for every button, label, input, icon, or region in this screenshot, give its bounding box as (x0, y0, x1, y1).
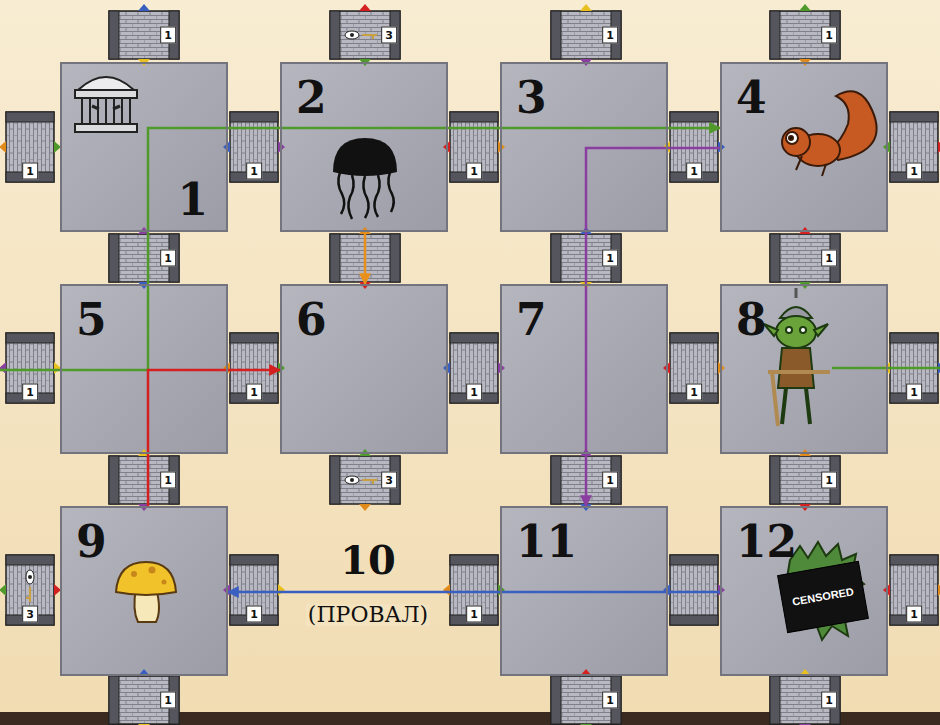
door-symbol (330, 449, 400, 511)
room-number: 5 (76, 298, 107, 342)
door-symbol (0, 555, 61, 625)
door-number: 1 (906, 163, 922, 180)
door-symbol (883, 555, 940, 625)
route-arrow (60, 128, 720, 370)
door-number: 1 (246, 163, 262, 180)
route-arrow (148, 370, 280, 506)
sign-text: CENSORED (791, 586, 854, 608)
jellyfish-silhouette (333, 138, 397, 219)
room-box: 8 (720, 284, 888, 454)
route-arrow (364, 232, 367, 284)
cage-icon (75, 77, 137, 132)
room-box: 4 (720, 62, 888, 232)
goblin-figure (764, 288, 830, 426)
door-symbol (0, 333, 61, 403)
door-number: 1 (906, 606, 922, 623)
room-number: 2 (296, 76, 327, 120)
door-number: 1 (906, 384, 922, 401)
room-box: 11 (500, 506, 668, 676)
path-stub (832, 367, 940, 370)
door-number: 1 (160, 250, 176, 267)
route-arrow (228, 591, 720, 594)
room-box: 2 (280, 62, 448, 232)
squirrel-figure (782, 91, 877, 176)
room-floor (60, 506, 228, 676)
door-number: 3 (22, 606, 38, 623)
door-symbol (443, 555, 505, 625)
door-number: 3 (381, 27, 397, 44)
door-symbol (0, 112, 61, 182)
room-number: 6 (296, 298, 327, 342)
door-symbol (223, 555, 285, 625)
door-symbol (109, 227, 179, 289)
door-number: 1 (22, 384, 38, 401)
door-number: 3 (381, 472, 397, 489)
door-symbol (109, 449, 179, 511)
door-number: 1 (22, 163, 38, 180)
room-number: 11 (516, 520, 577, 564)
door-symbol (770, 449, 840, 511)
door-symbol (443, 333, 505, 403)
door-number: 1 (602, 692, 618, 709)
door-number: 1 (466, 384, 482, 401)
door-number: 1 (160, 692, 176, 709)
room-floor (280, 62, 448, 232)
room-floor (280, 284, 448, 454)
door-number: 1 (602, 250, 618, 267)
door-number: 1 (602, 472, 618, 489)
door-symbol (663, 333, 725, 403)
door-number: 1 (821, 250, 837, 267)
door-symbol (109, 669, 179, 725)
room-number: 9 (76, 520, 107, 564)
door-symbol (223, 112, 285, 182)
room-box: 12 (720, 506, 888, 676)
room-box: 7 (500, 284, 668, 454)
room-number: 4 (736, 76, 767, 120)
pit-label: (ПРОВАЛ) (306, 604, 430, 626)
door-symbol (551, 4, 621, 66)
door-symbol (883, 112, 940, 182)
room-box: 5 (60, 284, 228, 454)
room-floor (500, 284, 668, 454)
door-number: 1 (160, 472, 176, 489)
room-number: 7 (516, 298, 547, 342)
room-floor (720, 62, 888, 232)
room-box: 1 (60, 62, 228, 232)
door-number: 1 (160, 27, 176, 44)
door-number: 1 (821, 27, 837, 44)
door-symbol (770, 4, 840, 66)
door-symbol (770, 227, 840, 289)
door-symbol (551, 669, 621, 725)
door-symbol (443, 112, 505, 182)
door-symbol (223, 333, 285, 403)
door-symbol (109, 4, 179, 66)
path-stub (0, 369, 60, 372)
room-floor (60, 62, 228, 232)
room-box: 9 (60, 506, 228, 676)
room-number: 3 (516, 76, 547, 120)
door-symbol (770, 669, 840, 725)
mushroom-figure (116, 562, 176, 622)
door-number: 1 (246, 606, 262, 623)
door-number: 1 (602, 27, 618, 44)
room-floor (720, 506, 888, 676)
room-box: 3 (500, 62, 668, 232)
door-symbol (330, 4, 400, 66)
room-number: 8 (736, 298, 767, 342)
door-symbol (330, 227, 400, 289)
room-number: 1 (177, 178, 208, 222)
door-number: 1 (686, 384, 702, 401)
door-number: 1 (246, 384, 262, 401)
room-number: 12 (736, 520, 797, 564)
door-number: 1 (466, 606, 482, 623)
door-number: 1 (686, 163, 702, 180)
door-number: 1 (821, 472, 837, 489)
room-box: 6 (280, 284, 448, 454)
room-number: 10 (340, 540, 396, 580)
door-number: 1 (821, 692, 837, 709)
door-number: 1 (466, 163, 482, 180)
door-symbol (663, 555, 725, 625)
